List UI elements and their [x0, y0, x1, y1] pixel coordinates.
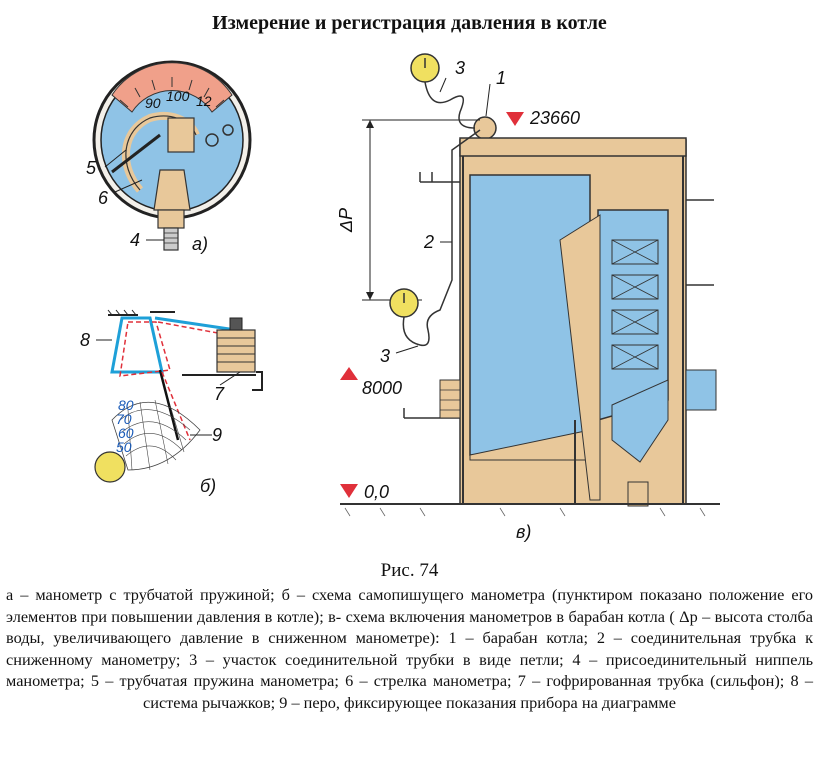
chart-scale-label: 80 [118, 397, 134, 413]
panel-label-c: в) [516, 522, 531, 542]
gauge-scale-label: 100 [166, 88, 190, 104]
callout-4: 4 [130, 230, 140, 250]
connecting-pipe [402, 129, 481, 347]
chart-scale-label: 70 [116, 411, 132, 427]
delta-p-label: ΔP [336, 208, 356, 233]
figure-caption: а – манометр с трубчатой пружиной; б – с… [6, 585, 813, 712]
figure-drawing: 90 100 12 5 6 4 а) [80, 53, 720, 542]
callout-9: 9 [212, 425, 222, 445]
callout-1: 1 [496, 68, 506, 88]
elevation-mid: 8000 [362, 378, 402, 398]
callout-8: 8 [80, 330, 90, 350]
gauge-scale-label: 12 [196, 93, 212, 109]
pen-arm [158, 369, 180, 441]
figure-number: Рис. 74 [380, 560, 439, 581]
bellows [216, 329, 256, 373]
recording-manometer: 80 70 60 50 8 7 9 б) [80, 309, 263, 496]
lever-system [110, 316, 164, 374]
gauge-needle [111, 133, 161, 174]
boiler-diagram: 23660 8000 0,0 ΔP 1 2 3 3 в) [336, 53, 720, 542]
callout-3-bottom: 3 [380, 346, 390, 366]
callout-7: 7 [214, 384, 225, 404]
callout-6: 6 [98, 188, 109, 208]
panel-label-a: а) [192, 234, 208, 254]
callout-2: 2 [423, 232, 434, 252]
chart-scale-label: 50 [116, 439, 132, 455]
chart-scale-label: 60 [118, 425, 134, 441]
callout-5: 5 [86, 158, 97, 178]
chart-drum [94, 451, 126, 483]
elevation-top: 23660 [529, 108, 580, 128]
elevation-ground: 0,0 [364, 482, 389, 502]
pressure-gauge: 90 100 12 5 6 4 а) [86, 60, 252, 254]
page-title: Измерение и регистрация давления в котле [212, 12, 607, 34]
gauge-scale-label: 90 [145, 95, 161, 111]
callout-3-top: 3 [455, 58, 465, 78]
panel-label-b: б) [200, 476, 216, 496]
